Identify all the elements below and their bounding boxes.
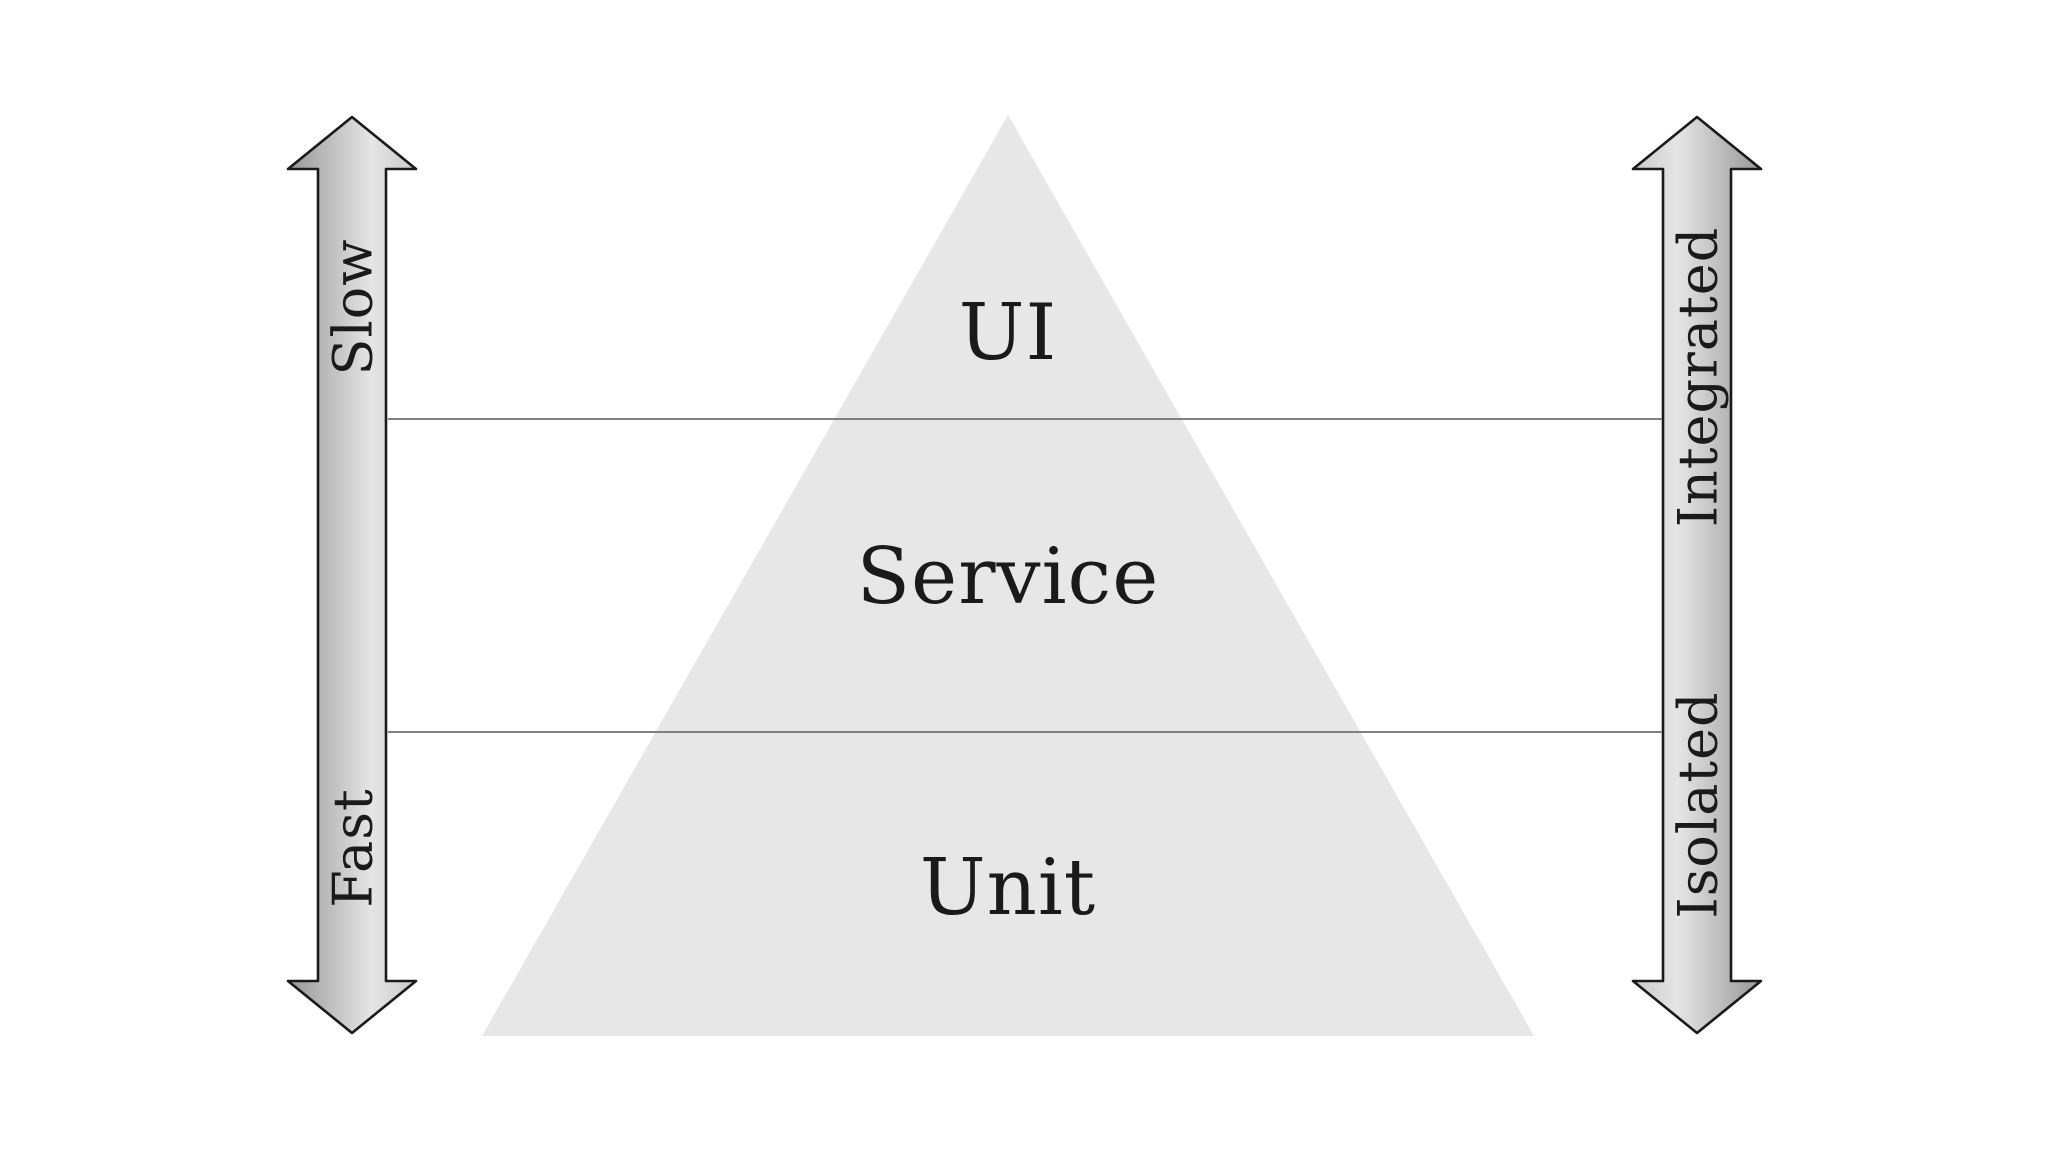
axis-label-integrated: Integrated <box>1666 226 1730 528</box>
divider-line-service-unit <box>388 731 1662 733</box>
axis-label-isolated: Isolated <box>1666 691 1730 919</box>
double-arrow-shape <box>1631 115 1763 1035</box>
divider-line-ui-service <box>388 418 1662 420</box>
axis-label-fast: Fast <box>321 788 385 908</box>
axis-label-slow: Slow <box>321 238 385 376</box>
isolation-axis-arrow-icon <box>1631 115 1763 1035</box>
level-label-service: Service <box>856 532 1160 622</box>
speed-axis-arrow-icon <box>286 115 418 1035</box>
double-arrow-shape <box>286 115 418 1035</box>
pyramid-triangle <box>482 115 1534 1036</box>
level-label-unit: Unit <box>919 843 1097 933</box>
level-label-ui: UI <box>958 288 1058 378</box>
pyramid-shape <box>482 115 1534 1036</box>
